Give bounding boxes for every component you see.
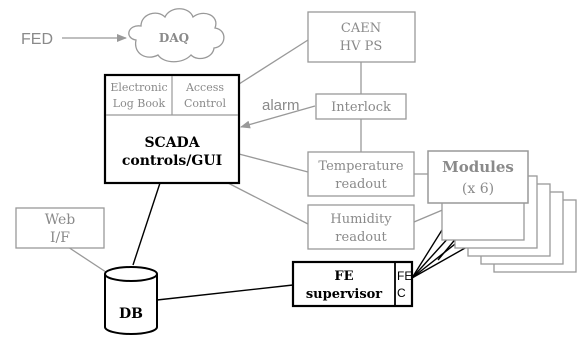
gray-connectors <box>62 34 453 277</box>
web-box-frame <box>15 207 105 249</box>
scada-block: Electronic Log Book Access Control SCADA… <box>103 73 241 185</box>
modules-stack: Modules (x 6) <box>427 150 577 273</box>
temperature-box-frame <box>307 151 415 197</box>
elog-line2: Log Book <box>113 97 166 110</box>
modules-line1: Modules <box>442 158 514 176</box>
scada-db-link <box>132 182 161 266</box>
module-card-front <box>427 150 529 204</box>
daq-label: DAQ <box>159 31 189 45</box>
elog-line1: Electronic <box>110 81 167 94</box>
temperature-readout-box: Temperature readout <box>307 151 415 197</box>
fe-supervisor-line1: FE <box>334 269 353 284</box>
interlock-label: Interlock <box>331 100 391 115</box>
fe-supervisor-frame <box>291 260 414 308</box>
scada-humidity-link <box>227 182 309 225</box>
web-if-box: Web I/F <box>15 207 105 249</box>
alarm-arrow <box>240 105 316 129</box>
fec-line2: C <box>397 286 406 300</box>
interlock-box-frame <box>315 93 407 120</box>
scada-title-line1: SCADA <box>144 135 200 151</box>
scada-caen-link <box>238 39 309 85</box>
humidity-line1: Humidity <box>330 212 392 227</box>
caen-line2: HV PS <box>340 39 383 54</box>
scada-temperature-link <box>238 153 309 173</box>
db-fe-link <box>156 284 294 301</box>
fed-label: FED <box>21 31 53 48</box>
modules-line2: (x 6) <box>462 181 494 197</box>
db-label: DB <box>119 306 143 322</box>
temperature-line1: Temperature <box>318 159 403 174</box>
web-line1: Web <box>45 212 76 228</box>
db-cylinder-top <box>104 266 158 282</box>
interlock-box: Interlock <box>315 93 407 120</box>
web-db-link <box>67 246 113 277</box>
humidity-line2: readout <box>335 230 387 245</box>
db-cylinder: DB <box>104 266 158 335</box>
caen-hv-ps-box: CAEN HV PS <box>307 11 416 63</box>
humidity-readout-box: Humidity readout <box>307 204 415 250</box>
daq-cloud: DAQ <box>128 8 225 63</box>
fe-supervisor-block: FE supervisor FE C <box>291 260 414 308</box>
fe-supervisor-line2: supervisor <box>306 287 382 302</box>
access-line2: Control <box>184 97 226 110</box>
humidity-box-frame <box>307 204 415 250</box>
db-cylinder-body <box>104 274 158 335</box>
caen-box-frame <box>307 11 416 63</box>
daq-cloud-shape <box>128 8 225 63</box>
scada-title-line2: controls/GUI <box>122 153 222 169</box>
temperature-line2: readout <box>335 177 387 192</box>
alarm-label: alarm <box>262 97 300 114</box>
web-line2: I/F <box>50 230 70 246</box>
fec-line1: FE <box>397 269 412 283</box>
access-line1: Access <box>185 81 224 94</box>
caen-line1: CAEN <box>341 21 381 36</box>
